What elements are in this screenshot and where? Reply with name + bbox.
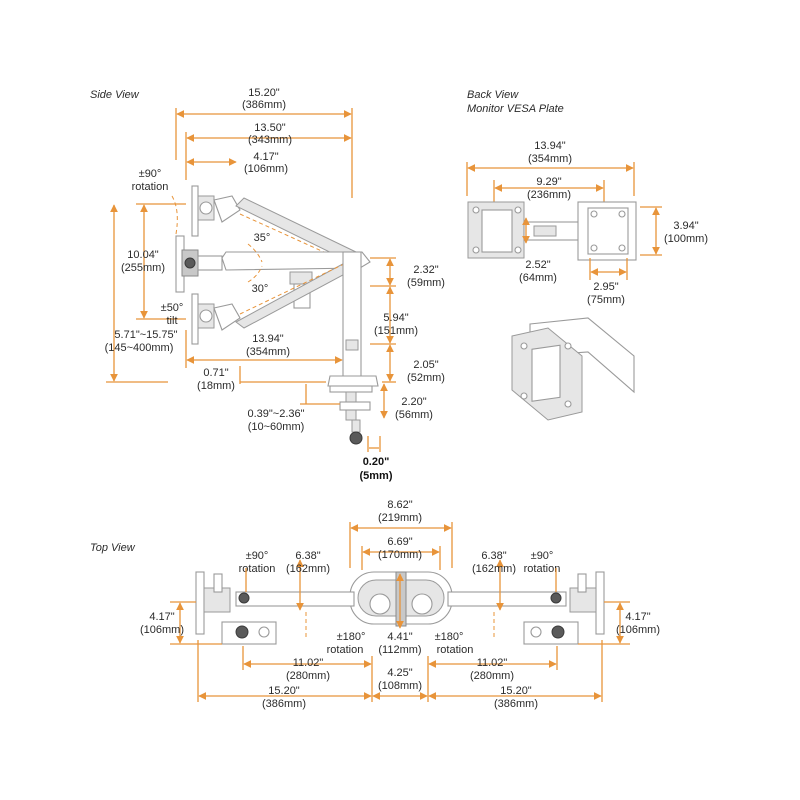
dim-screw-mm: (5mm) (359, 470, 392, 482)
back-view-subtitle: Monitor VESA Plate (467, 103, 564, 115)
dim-right-reach-mm: (280mm) (470, 670, 514, 682)
dim-small-height-in: 2.52" (525, 259, 550, 271)
side-view-title: Side View (90, 89, 140, 101)
dim-left-arm-in: 6.38" (295, 550, 320, 562)
tilt-label: tilt (167, 315, 178, 327)
dim-head-depth-in: 4.17" (253, 151, 278, 163)
dim-right-arm-in: 6.38" (481, 550, 506, 562)
dim-pole-mid-mm: (151mm) (374, 325, 418, 337)
desk-clamp (329, 385, 373, 445)
monitor-head-mid (175, 235, 223, 293)
right-rotation-value: ±90° (531, 550, 554, 562)
dim-arm-reach-in: 13.50" (254, 122, 286, 134)
dim-vesa-height-in: 3.94" (673, 220, 698, 232)
dim-center-depth-mm: (112mm) (378, 644, 421, 656)
left-rotation-value: ±90° (246, 550, 269, 562)
monitor-head-upper (191, 185, 241, 237)
rotation-label: rotation (132, 181, 169, 193)
dim-screw-in: 0.20" (363, 456, 390, 468)
left-monitor-head (195, 571, 277, 645)
dim-vesa-height-mm: (100mm) (664, 233, 708, 245)
right-arm (447, 591, 567, 607)
dim-small-height-mm: (64mm) (519, 272, 557, 284)
dim-vesa-small-in: 2.95" (593, 281, 618, 293)
right-monitor-head (523, 571, 605, 645)
right-joint-label: rotation (437, 644, 474, 656)
dim-left-arm-mm: (162mm) (286, 563, 330, 575)
dim-arm-reach-mm: (343mm) (248, 134, 292, 146)
dim-pole-top-in: 2.32" (413, 264, 438, 276)
side-view: Side View 15.20" (386mm) 13.50" (343mm) … (90, 87, 445, 482)
angle-down: 30° (252, 283, 269, 295)
dim-base-height-in: 2.05" (413, 359, 438, 371)
dim-center-width-in: 8.62" (387, 499, 412, 511)
top-view-title: Top View (90, 542, 136, 554)
dim-right-depth-in: 4.17" (625, 611, 650, 623)
left-joint-label: rotation (327, 644, 364, 656)
tilt-value: ±50° (161, 302, 184, 314)
dim-plate-width-mm: (354mm) (528, 153, 572, 165)
dim-inner-center-mm: (170mm) (378, 549, 422, 561)
rotation-arc (171, 195, 178, 235)
monitor-head-lower (191, 293, 241, 345)
dim-center-depth-in: 4.41" (387, 631, 412, 643)
dim-monitor-height-mm: (145~400mm) (105, 342, 174, 354)
dim-right-arm-mm: (162mm) (472, 563, 516, 575)
dim-overall-width-in: 15.20" (248, 87, 280, 99)
dim-offset-in: 0.71" (203, 367, 228, 379)
angle-up: 35° (254, 232, 271, 244)
dim-inner-width-in: 9.29" (536, 176, 561, 188)
top-view: Top View 8.62" (219mm) 6.69" (170mm) (90, 499, 660, 710)
dim-right-total-in: 15.20" (500, 685, 532, 697)
dim-left-total-in: 15.20" (268, 685, 300, 697)
dim-inner-center-in: 6.69" (387, 536, 412, 548)
pole (327, 251, 379, 387)
right-rotation-label: rotation (524, 563, 561, 575)
dim-inner-width-mm: (236mm) (527, 189, 571, 201)
dim-height-range-in: 10.04" (127, 249, 159, 261)
dim-clamp-range-in: 0.39"~2.36" (247, 408, 304, 420)
vesa-plate-back (467, 201, 637, 261)
dim-center-gap-in: 4.25" (387, 667, 412, 679)
rotation-value: ±90° (139, 168, 162, 180)
dim-arm-length-mm: (354mm) (246, 346, 290, 358)
dim-right-reach-in: 11.02" (477, 657, 508, 669)
center-hub (349, 571, 453, 627)
dim-monitor-height-in: 5.71"~15.75" (114, 329, 177, 341)
dim-plate-width-in: 13.94" (534, 140, 566, 152)
left-joint-value: ±180° (337, 631, 366, 643)
right-joint-value: ±180° (435, 631, 464, 643)
dim-clamp-depth-mm: (56mm) (395, 409, 433, 421)
dim-left-reach-mm: (280mm) (286, 670, 330, 682)
dim-clamp-range-mm: (10~60mm) (248, 421, 305, 433)
dim-left-depth-mm: (106mm) (140, 624, 184, 636)
angle-up-arc (247, 243, 263, 263)
dim-right-depth-mm: (106mm) (616, 624, 660, 636)
left-rotation-label: rotation (239, 563, 276, 575)
dim-overall-width-mm: (386mm) (242, 99, 286, 111)
dim-base-height-mm: (52mm) (407, 372, 445, 384)
dim-left-reach-in: 11.02" (293, 657, 324, 669)
dim-vesa-small-mm: (75mm) (587, 294, 625, 306)
dim-clamp-depth-in: 2.20" (401, 396, 426, 408)
dim-left-depth-in: 4.17" (149, 611, 174, 623)
vesa-plate-isometric (511, 317, 635, 421)
dim-pole-top-mm: (59mm) (407, 277, 445, 289)
dim-right-total-mm: (386mm) (494, 698, 538, 710)
dim-arm-length-in: 13.94" (252, 333, 284, 345)
back-view: Back View Monitor VESA Plate 13.94" (354… (466, 89, 708, 421)
dim-left-total-mm: (386mm) (262, 698, 306, 710)
dim-head-depth-mm: (106mm) (244, 163, 288, 175)
dim-center-gap-mm: (108mm) (378, 680, 422, 692)
back-view-title: Back View (467, 89, 519, 101)
dim-center-width-mm: (219mm) (378, 512, 422, 524)
dim-offset-mm: (18mm) (197, 380, 235, 392)
dim-height-range-mm: (255mm) (121, 262, 165, 274)
left-arm (235, 591, 355, 607)
angle-down-arc (247, 265, 263, 283)
dim-pole-mid-in: 5.94" (383, 312, 408, 324)
